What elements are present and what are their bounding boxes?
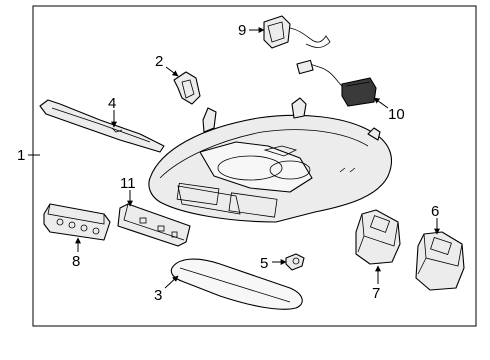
callout-8: 8 — [72, 253, 80, 270]
switch-7 — [355, 209, 401, 265]
callout-2: 2 — [155, 53, 163, 70]
leader-10 — [373, 97, 389, 109]
harness-connector — [263, 15, 331, 49]
overhead-console-housing — [148, 97, 392, 223]
sensor-module — [296, 59, 377, 107]
console-bracket — [173, 71, 201, 105]
switch-6 — [415, 231, 465, 291]
callout-5: 5 — [260, 255, 268, 272]
callout-7: 7 — [372, 285, 380, 302]
callout-1: 1 — [17, 147, 25, 164]
leader-3 — [164, 275, 179, 289]
callout-3: 3 — [154, 287, 162, 304]
callout-6: 6 — [431, 203, 439, 220]
callout-11: 11 — [120, 175, 136, 192]
leader-2 — [165, 66, 179, 77]
console-lens — [170, 258, 303, 310]
callout-4: 4 — [108, 95, 116, 112]
callout-9: 9 — [238, 22, 246, 39]
control-module — [117, 203, 191, 247]
callout-10: 10 — [388, 106, 405, 123]
console-trim-strip — [39, 99, 165, 153]
bulb — [285, 253, 305, 271]
diagram-border — [32, 5, 477, 327]
switch-assembly — [43, 203, 111, 241]
